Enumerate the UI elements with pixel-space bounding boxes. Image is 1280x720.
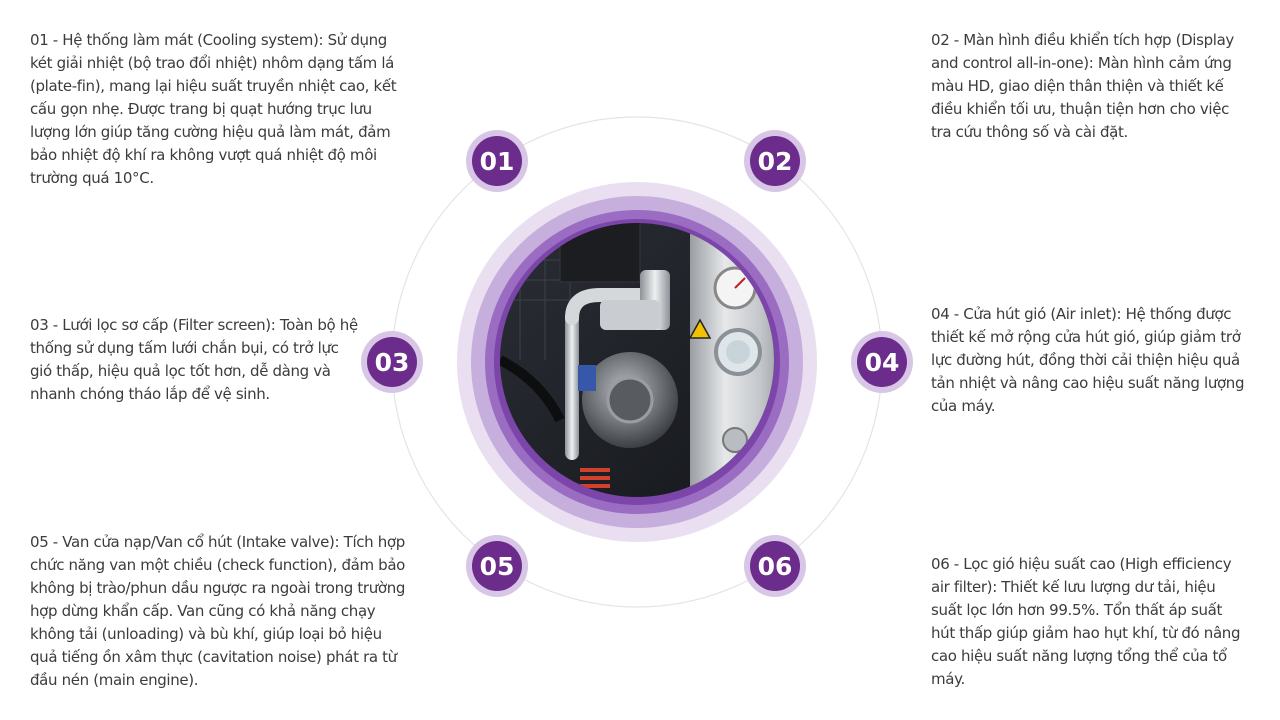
badge-05: 05	[466, 535, 528, 597]
feature-02-description: 02 - Màn hình điều khiển tích hợp (Displ…	[931, 31, 1234, 141]
feature-04-description: 04 - Cửa hút gió (Air inlet): Hệ thống đ…	[931, 305, 1245, 415]
feature-05-description: 05 - Van cửa nạp/Van cổ hút (Intake valv…	[30, 533, 406, 689]
feature-01-description: 01 - Hệ thống làm mát (Cooling system): …	[30, 31, 397, 187]
badge-03-label: 03	[375, 348, 410, 377]
badge-05-label: 05	[480, 552, 515, 581]
badge-02-label: 02	[758, 147, 793, 176]
badge-01-label: 01	[480, 147, 515, 176]
badge-04: 04	[851, 331, 913, 393]
compressor-photo	[500, 223, 774, 497]
badge-06-label: 06	[758, 552, 793, 581]
badge-02: 02	[744, 130, 806, 192]
feature-03-description: 03 - Lưới lọc sơ cấp (Filter screen): To…	[30, 316, 358, 403]
badge-03: 03	[361, 331, 423, 393]
badge-06: 06	[744, 535, 806, 597]
badge-04-label: 04	[865, 348, 900, 377]
feature-06-description: 06 - Lọc gió hiệu suất cao (High efficie…	[931, 555, 1241, 688]
badge-01: 01	[466, 130, 528, 192]
